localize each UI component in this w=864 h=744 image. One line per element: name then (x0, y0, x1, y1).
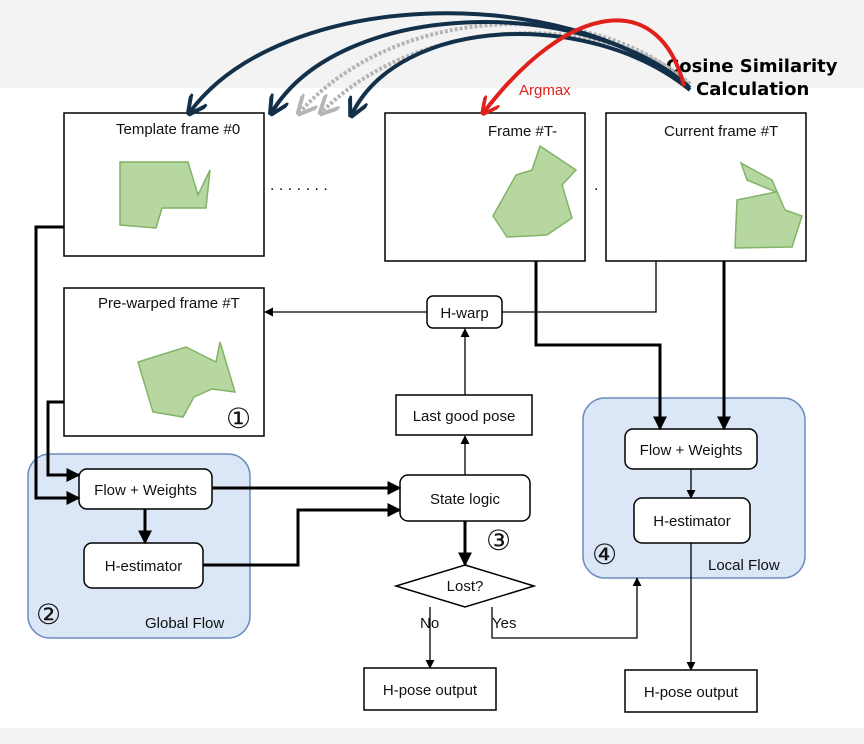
template-frame-box (63, 112, 265, 257)
similarity-arc-dark-mid-2 (352, 32, 692, 114)
h-pose-output-left-label: H-pose output (383, 682, 478, 699)
last-good-pose-node (395, 394, 533, 436)
global-flow-badge: ② (36, 599, 61, 630)
state-logic-badge: ③ (486, 525, 511, 556)
h-pose-output-left-node (363, 667, 497, 711)
lost-label: Lost? (447, 578, 484, 595)
cosine-similarity-title: Cosine Similarity (666, 56, 838, 77)
prewarped-shape (137, 341, 237, 418)
global-flow-title: Global Flow (145, 615, 224, 632)
yes-label: Yes (492, 615, 516, 632)
local-flow-weights-label: Flow + Weights (640, 442, 743, 459)
h-warp-label: H-warp (440, 305, 488, 322)
lost-decision (393, 564, 537, 608)
similarity-arc-dark-mid-1 (272, 20, 690, 112)
template-frame-label: Template frame #0 (116, 121, 240, 138)
prewarped-to-global-flow-arrow (46, 400, 81, 482)
current-frame-to-h-warp-line (502, 261, 657, 313)
local-h-estimator-label: H-estimator (653, 513, 731, 530)
prewarp-badge: ① (226, 403, 251, 434)
last-good-pose-label: Last good pose (413, 408, 516, 425)
local-flow-badge: ④ (592, 539, 617, 570)
lost-yes-to-local-flow-arrow (491, 577, 642, 639)
argmax-label: Argmax (519, 82, 571, 99)
previous-frame-label: Frame #T- (488, 123, 557, 140)
similarity-arc-gray-2 (322, 31, 692, 112)
prewarped-frame-label: Pre-warped frame #T (98, 295, 240, 312)
state-logic-label: State logic (430, 491, 501, 508)
local-flow-title: Local Flow (708, 557, 780, 574)
global-flow-weights-label: Flow + Weights (94, 482, 197, 499)
previous-frame-shape (492, 144, 578, 238)
h-pose-output-right-label: H-pose output (644, 684, 739, 701)
template-to-global-flow-arrow (34, 225, 81, 505)
argmax-arc (484, 18, 686, 112)
global-h-estimator-label: H-estimator (105, 558, 183, 575)
frames-ellipsis-left: . . . . . . . (270, 177, 328, 194)
template-shape (119, 161, 211, 229)
global-h-estimator-to-state-logic-arrow (203, 503, 402, 567)
cosine-similarity-subtitle: Calculation (696, 79, 809, 100)
current-frame-label: Current frame #T (664, 123, 778, 140)
frames-ellipsis-right: . (594, 177, 598, 194)
previous-frame-to-local-flow-arrow (534, 261, 667, 431)
current-frame-shape (734, 161, 803, 249)
